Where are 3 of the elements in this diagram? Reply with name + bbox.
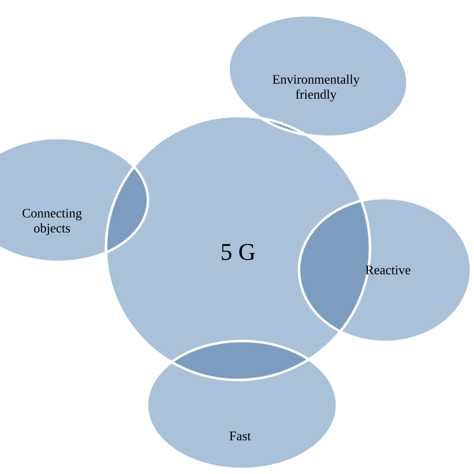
node-label: Fast [230,432,251,440]
node-label: Environmentally friendly [272,74,360,102]
node-label: Connecting objects [22,208,82,236]
